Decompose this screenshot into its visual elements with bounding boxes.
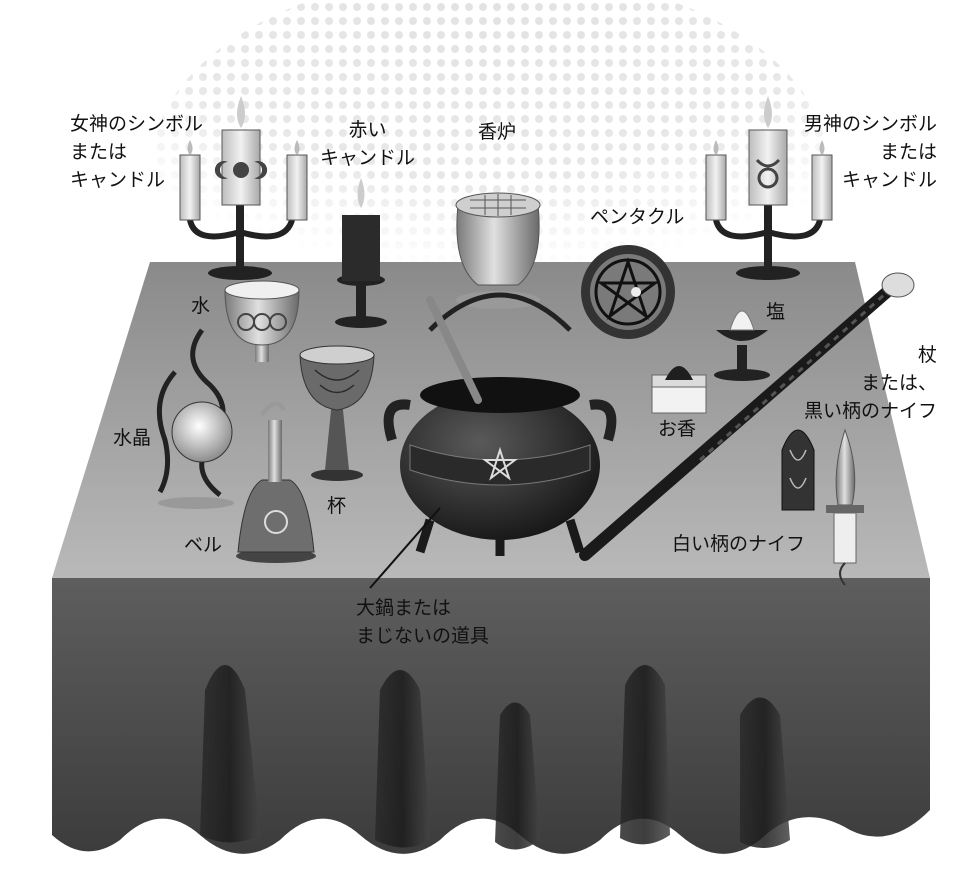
label-crystal: 水晶 [113,424,151,452]
label-god-symbol: 男神のシンボルまたはキャンドル [795,110,937,194]
label-water: 水 [191,292,210,320]
pentacle-disk [581,245,675,339]
label-bell: ベル [184,531,222,559]
label-red-candle: 赤いキャンドル [320,116,415,172]
label-cauldron: 大鍋またはまじないの道具 [356,594,489,650]
label-incense: お香 [658,415,696,443]
label-salt: 塩 [766,298,785,326]
label-cup: 杯 [327,492,346,520]
knife-sheath [782,430,814,510]
label-white-knife: 白い柄のナイフ [672,530,805,558]
label-censer: 香炉 [478,118,516,146]
label-goddess-symbol: 女神のシンボルまたはキャンドル [70,110,203,194]
table-cloth [52,578,930,854]
label-wand: 杖または、黒い柄のナイフ [800,341,937,425]
label-pentacle: ペンタクル [590,203,684,231]
